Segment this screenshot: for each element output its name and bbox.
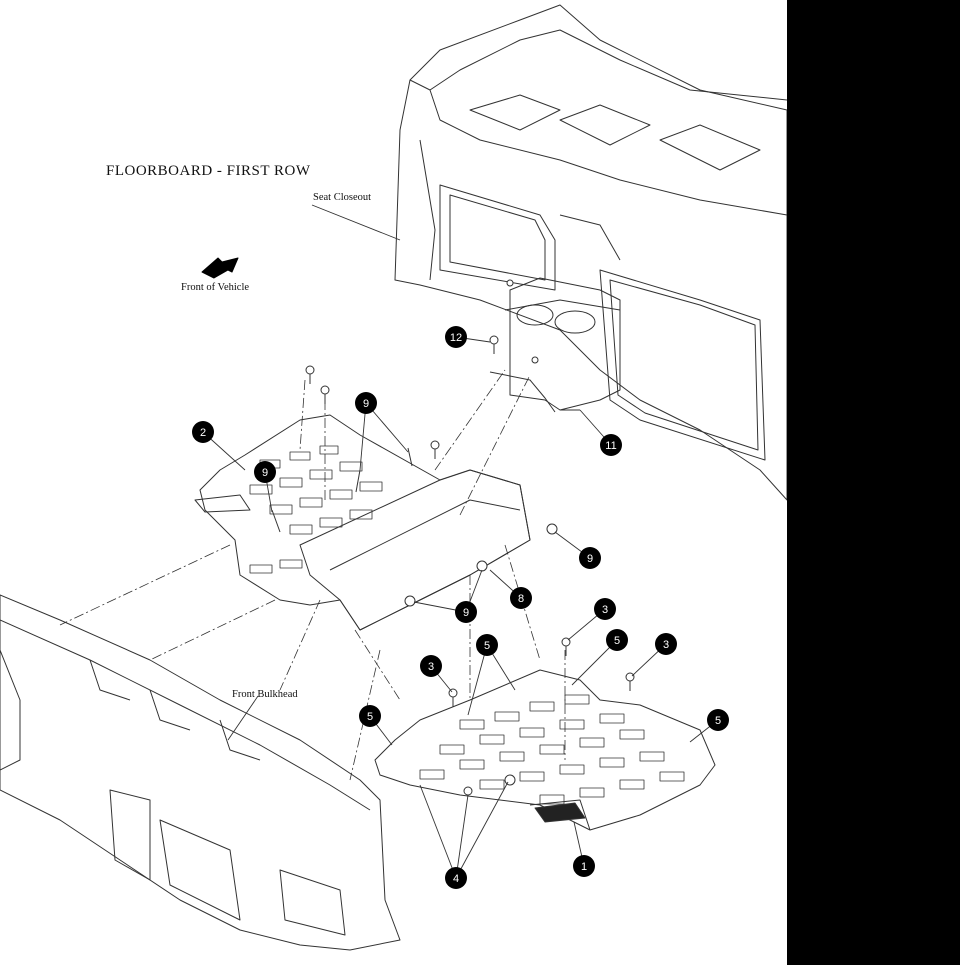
svg-text:5: 5 <box>715 715 721 727</box>
callout-9: 9 <box>455 601 477 623</box>
callout-9: 9 <box>355 392 377 414</box>
callout-5: 5 <box>476 634 498 656</box>
callout-1: 1 <box>573 855 595 877</box>
callouts: 2 9 9 9 9 8 11 12 3 3 3 5 5 5 5 4 1 <box>192 326 729 889</box>
svg-text:5: 5 <box>367 711 373 723</box>
svg-text:9: 9 <box>587 553 593 565</box>
svg-text:3: 3 <box>602 604 608 616</box>
svg-text:2: 2 <box>200 427 206 439</box>
seat-closeout-part <box>394 4 788 501</box>
seat-closeout-label: Seat Closeout <box>313 192 372 203</box>
front-bulkhead-label: Front Bulkhead <box>232 689 298 700</box>
svg-text:11: 11 <box>605 440 616 452</box>
callout-4: 4 <box>445 867 467 889</box>
callout-12: 12 <box>445 326 467 348</box>
front-arrow-icon <box>201 257 239 279</box>
svg-text:3: 3 <box>663 639 669 651</box>
svg-text:9: 9 <box>262 467 268 479</box>
callout-3: 3 <box>594 598 616 620</box>
side-bar <box>787 0 960 965</box>
callout-2: 2 <box>192 421 214 443</box>
front-of-vehicle-label: Front of Vehicle <box>181 282 250 293</box>
callout-5: 5 <box>707 709 729 731</box>
svg-text:4: 4 <box>453 873 459 885</box>
callout-8: 8 <box>510 587 532 609</box>
fasteners <box>271 279 635 796</box>
callout-3: 3 <box>655 633 677 655</box>
console-part <box>489 277 621 413</box>
floor-pan-upper <box>194 414 531 631</box>
svg-text:5: 5 <box>614 635 620 647</box>
front-bulkhead-part <box>0 594 401 951</box>
svg-text:12: 12 <box>450 332 462 344</box>
callout-3: 3 <box>420 655 442 677</box>
callout-5: 5 <box>606 629 628 651</box>
callout-9: 9 <box>254 461 276 483</box>
svg-text:9: 9 <box>463 607 469 619</box>
svg-text:3: 3 <box>428 661 434 673</box>
callout-5: 5 <box>359 705 381 727</box>
callout-9: 9 <box>579 547 601 569</box>
svg-text:8: 8 <box>518 593 524 605</box>
svg-text:9: 9 <box>363 398 369 410</box>
svg-text:5: 5 <box>484 640 490 652</box>
floor-pan-lower <box>374 669 716 831</box>
svg-text:1: 1 <box>581 861 587 873</box>
diagram-title: FLOORBOARD - FIRST ROW <box>106 163 311 179</box>
callout-11: 11 <box>600 434 622 456</box>
